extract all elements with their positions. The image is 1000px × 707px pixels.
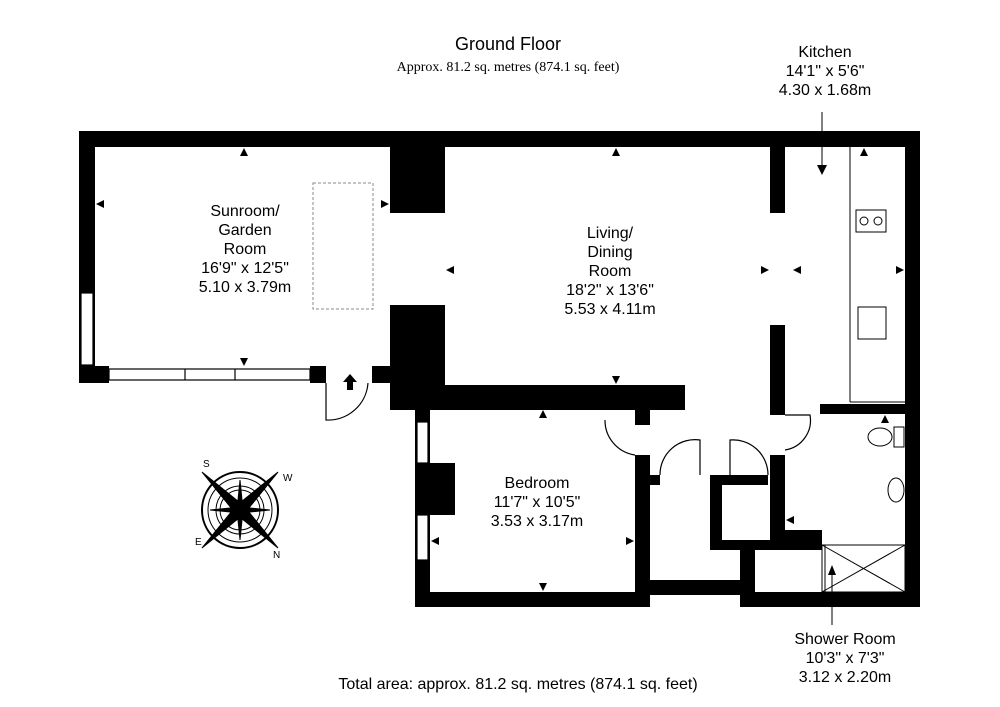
room-dimensions-imperial: 18'2" x 13'6" <box>566 281 654 299</box>
room-dimensions-metric: 4.30 x 1.68m <box>778 81 872 99</box>
room-dimensions-metric: 5.53 x 4.11m <box>564 300 656 318</box>
room-dimensions-metric: 3.12 x 2.20m <box>798 668 892 686</box>
entrance-arrow-icon <box>343 374 357 390</box>
walls <box>79 131 920 607</box>
room-dimensions-imperial: 11'7" x 10'5" <box>493 493 581 511</box>
room-name: Garden <box>218 221 272 239</box>
room-dimensions-metric: 5.10 x 3.79m <box>198 278 292 296</box>
compass-n: N <box>273 550 281 561</box>
room-name: Bedroom <box>504 475 570 492</box>
dimension-arrows <box>96 112 904 625</box>
room-dimensions-metric: 3.53 x 3.17m <box>490 512 584 530</box>
room-label-kitchen: Kitchen 14'1" x 5'6" 4.30 x 1.68m <box>725 44 925 101</box>
room-label-living: Living/ Dining Room 18'2" x 13'6" 5.53 x… <box>510 225 710 319</box>
compass-labels: S W N E <box>195 455 295 565</box>
room-name: Living/ <box>586 225 634 242</box>
doors <box>325 382 812 476</box>
room-name: Shower Room <box>794 631 896 648</box>
windows <box>80 292 429 561</box>
room-dimensions-imperial: 16'9" x 12'5" <box>201 259 289 277</box>
floor-area: Approx. 81.2 sq. metres (874.1 sq. feet) <box>396 60 620 75</box>
room-label-sunroom: Sunroom/ Garden Room 16'9" x 12'5" 5.10 … <box>145 203 345 297</box>
room-dimensions-imperial: 10'3" x 7'3" <box>805 649 885 667</box>
total-area: Total area: approx. 81.2 sq. metres (874… <box>338 676 698 693</box>
room-name: Dining <box>587 243 633 261</box>
floor-title: Ground Floor <box>454 34 562 54</box>
room-dimensions-imperial: 14'1" x 5'6" <box>785 62 865 80</box>
room-name: Kitchen <box>798 44 852 61</box>
fixtures <box>312 147 906 593</box>
compass-w: W <box>283 473 293 484</box>
room-name: Sunroom/ <box>210 203 280 220</box>
compass-e: E <box>195 537 202 548</box>
compass-s: S <box>203 459 210 470</box>
room-label-shower: Shower Room 10'3" x 7'3" 3.12 x 2.20m <box>745 631 945 688</box>
room-label-bedroom: Bedroom 11'7" x 10'5" 3.53 x 3.17m <box>437 475 637 532</box>
room-name: Room <box>588 262 632 280</box>
room-name: Room <box>223 240 267 258</box>
compass-rose-icon <box>201 471 279 549</box>
